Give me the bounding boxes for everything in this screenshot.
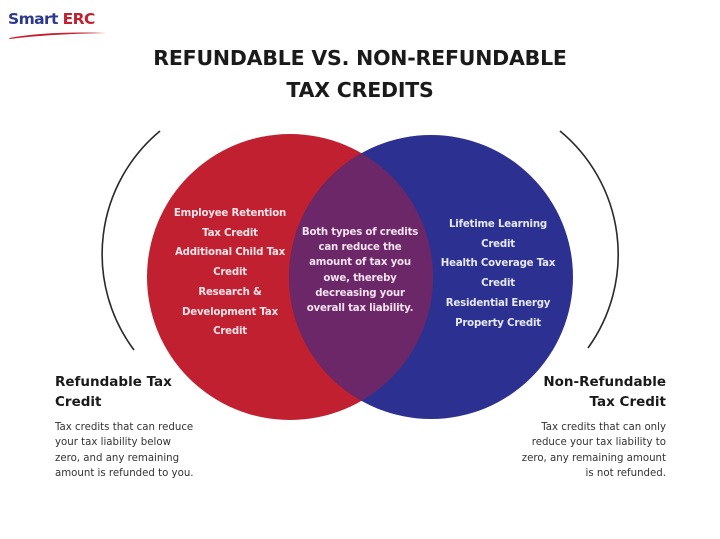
overlap-line: can reduce the — [318, 242, 402, 254]
list-item: Credit — [213, 326, 247, 338]
refundable-description: Tax credits that can reduce your tax lia… — [55, 420, 194, 482]
left-arc-bracket — [101, 130, 161, 351]
list-item: Credit — [481, 278, 515, 290]
overlap-description: Both types of credits can reduce the amo… — [294, 225, 426, 316]
overlap-line: owe, thereby — [323, 272, 397, 284]
description-line: your tax liability below — [55, 437, 171, 449]
list-item: Tax Credit — [202, 227, 258, 239]
heading-line: Non-Refundable — [543, 374, 666, 390]
list-item: Residential Energy — [445, 297, 551, 309]
overlap-line: overall tax liability. — [306, 303, 414, 315]
non-refundable-heading: Non-Refundable Tax Credit — [543, 372, 666, 412]
logo-erc-text: ERC — [62, 10, 96, 28]
refundable-credits-list: Employee Retention Tax Credit Additional… — [160, 204, 300, 342]
logo-smart-text: Smart — [8, 10, 58, 28]
title-line-1: REFUNDABLE VS. NON-REFUNDABLE — [153, 46, 567, 70]
list-item: Development Tax — [182, 306, 278, 318]
page-title: REFUNDABLE VS. NON-REFUNDABLE TAX CREDIT… — [0, 42, 720, 106]
non-refundable-description: Tax credits that can only reduce your ta… — [522, 420, 666, 482]
description-line: zero, and any remaining — [55, 452, 180, 464]
list-item: Health Coverage Tax — [440, 258, 556, 270]
description-line: is not refunded. — [585, 468, 666, 480]
description-line: amount is refunded to you. — [55, 468, 194, 480]
overlap-region — [289, 135, 433, 419]
title-line-2: TAX CREDITS — [286, 78, 434, 102]
list-item: Lifetime Learning — [449, 219, 547, 230]
list-item: Credit — [481, 238, 515, 250]
list-item: Property Credit — [455, 317, 541, 329]
smart-erc-logo: Smart ERC — [8, 10, 108, 40]
non-refundable-credits-list: Lifetime Learning Credit Health Coverage… — [433, 215, 563, 333]
description-line: Tax credits that can reduce — [55, 422, 194, 433]
list-item: Credit — [213, 267, 247, 279]
description-line: zero, any remaining amount — [521, 452, 666, 464]
refundable-heading: Refundable Tax Credit — [55, 372, 172, 412]
list-item: Research & — [198, 286, 262, 298]
description-line: reduce your tax liability to — [531, 437, 666, 449]
heading-line: Credit — [55, 394, 102, 410]
overlap-line: decreasing your — [315, 287, 405, 299]
overlap-line: amount of tax you — [309, 257, 411, 269]
heading-line: Refundable Tax — [55, 374, 172, 390]
heading-line: Tax Credit — [589, 394, 666, 410]
list-item: Employee Retention — [173, 208, 287, 219]
logo-swoosh-icon — [9, 32, 106, 39]
description-line: Tax credits that can only — [541, 422, 666, 433]
logo-wordmark: Smart ERC — [8, 10, 95, 28]
right-arc-bracket — [559, 130, 619, 349]
overlap-line: Both types of credits — [301, 227, 419, 238]
list-item: Additional Child Tax — [174, 247, 286, 259]
